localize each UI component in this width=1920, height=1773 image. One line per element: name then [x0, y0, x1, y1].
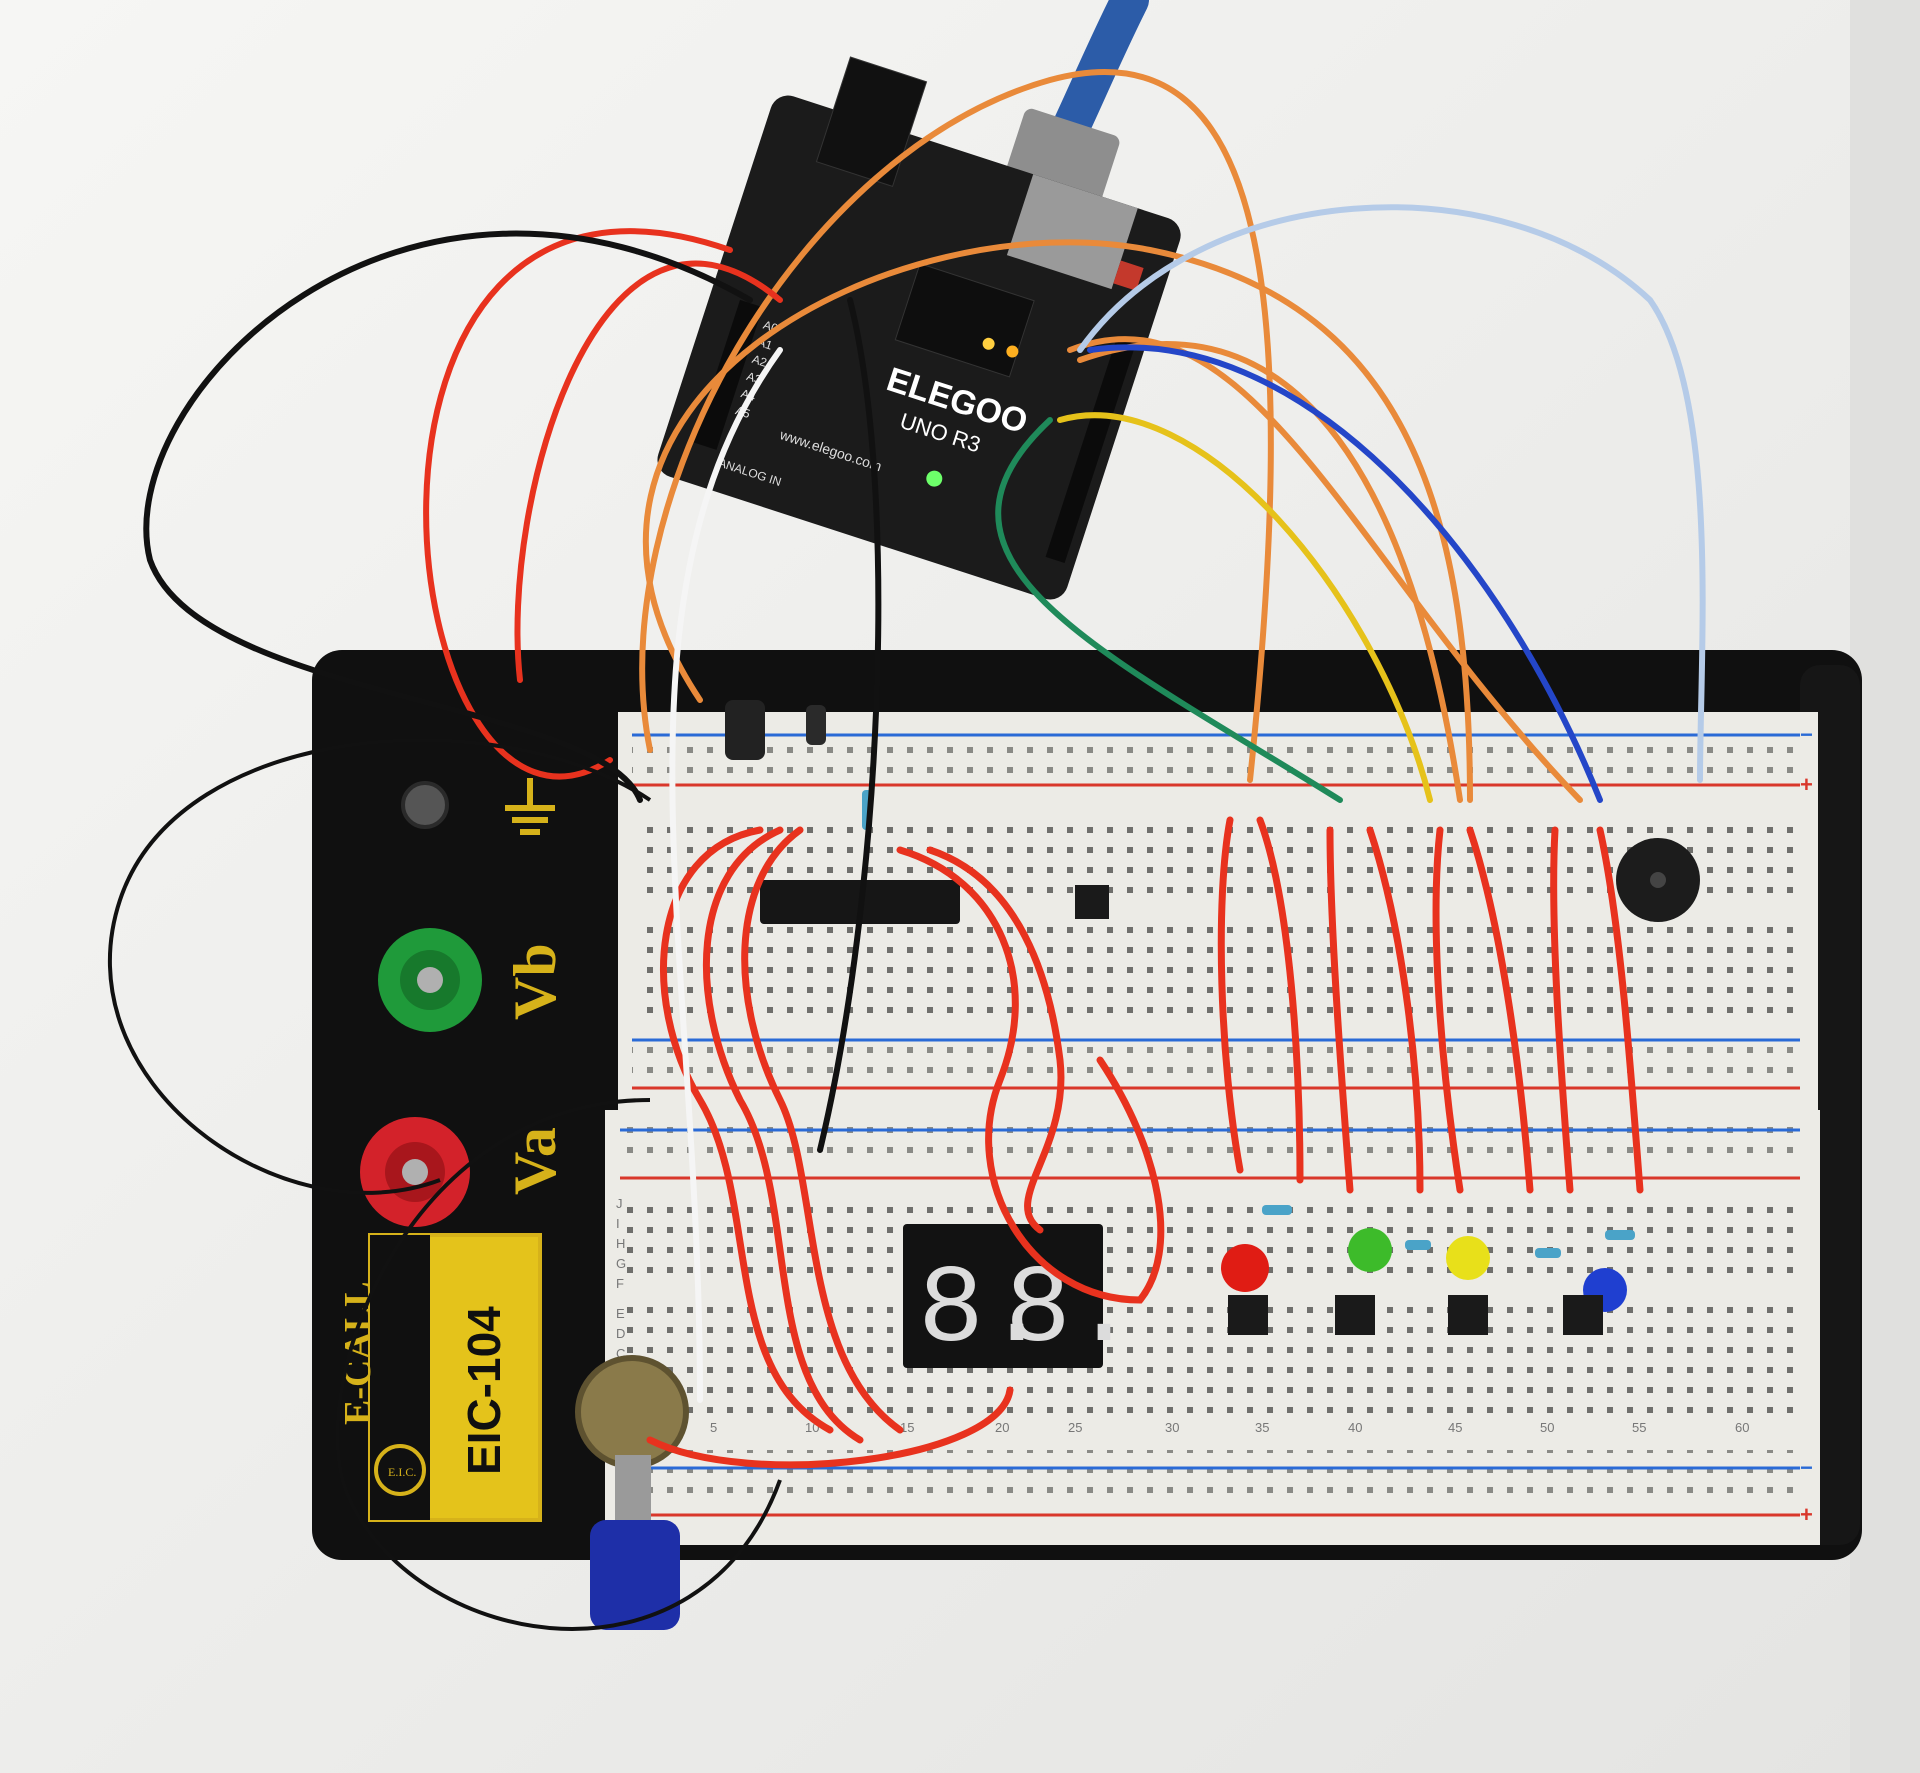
black-external-wire-2 — [107, 738, 652, 1195]
resistor-3 — [1405, 1240, 1431, 1250]
col-number-20: 20 — [995, 1420, 1009, 1435]
vb-terminal — [378, 928, 482, 1032]
row-letter-h: H — [616, 1236, 625, 1251]
row-letter-i: I — [616, 1216, 620, 1231]
col-number-50: 50 — [1540, 1420, 1554, 1435]
push-button-4[interactable] — [1563, 1295, 1603, 1335]
ground-terminal — [401, 781, 449, 829]
col-number-35: 35 — [1255, 1420, 1269, 1435]
rail-sign-minus-bottom: − — [1800, 1455, 1813, 1480]
row-letter-c: C — [616, 1346, 625, 1361]
resistor-2 — [1262, 1205, 1292, 1215]
led-red — [1221, 1244, 1269, 1292]
led-yellow — [1446, 1236, 1490, 1280]
rail-sign-plus-bottom: + — [1800, 1502, 1813, 1527]
ground-symbol-icon — [505, 778, 555, 835]
resistor-5 — [1605, 1230, 1635, 1240]
row-letter-g: G — [616, 1256, 626, 1271]
pin-label-a2: A2 — [750, 352, 769, 370]
capacitor-small — [806, 705, 826, 745]
col-number-55: 55 — [1632, 1420, 1646, 1435]
rail-sign-plus-top: + — [1800, 772, 1813, 797]
board-model: EIC-104 — [458, 1306, 510, 1475]
brand-label — [368, 1233, 542, 1522]
red-jumper-wires — [646, 816, 1644, 1469]
col-number-25: 25 — [1068, 1420, 1082, 1435]
va-terminal — [360, 1117, 470, 1227]
push-button-2[interactable] — [1335, 1295, 1375, 1335]
seven-segment-digit-2: 8. — [1005, 1249, 1137, 1374]
push-button-top[interactable] — [1075, 885, 1109, 919]
potentiometer[interactable] — [575, 1355, 689, 1630]
brand-logo-letters: E.I.C. — [388, 1465, 416, 1479]
col-number-40: 40 — [1348, 1420, 1362, 1435]
row-letter-d: D — [616, 1326, 625, 1341]
colored-jumper-wires — [143, 68, 1706, 1403]
row-letter-f: F — [616, 1276, 624, 1291]
push-button-1[interactable] — [1228, 1295, 1268, 1335]
va-label: Va — [502, 1127, 568, 1195]
push-button-3[interactable] — [1448, 1295, 1488, 1335]
col-number-60: 60 — [1735, 1420, 1749, 1435]
eic-logo-icon — [374, 1444, 426, 1496]
vb-label: Vb — [502, 943, 568, 1020]
breadboard-bottom — [605, 1110, 1820, 1545]
col-number-15: 15 — [900, 1420, 914, 1435]
brand-name: E-CALL — [337, 1281, 379, 1425]
led-green — [1348, 1228, 1392, 1272]
row-letter-j: J — [616, 1196, 623, 1211]
seven-segment-display — [903, 1224, 1103, 1368]
row-letter-e: E — [616, 1306, 625, 1321]
col-number-5: 5 — [710, 1420, 717, 1435]
arduino-board: ELEGOO UNO R3 www.elegoo.com ANALOG IN A… — [657, 56, 1181, 600]
rail-sign-minus-top: − — [1800, 722, 1813, 747]
col-number-45: 45 — [1448, 1420, 1462, 1435]
seven-segment-digit-1: 8. — [918, 1249, 1050, 1374]
black-external-wire — [335, 1098, 782, 1631]
col-number-30: 30 — [1165, 1420, 1179, 1435]
capacitor — [725, 700, 765, 760]
resistor-4 — [1535, 1248, 1561, 1258]
